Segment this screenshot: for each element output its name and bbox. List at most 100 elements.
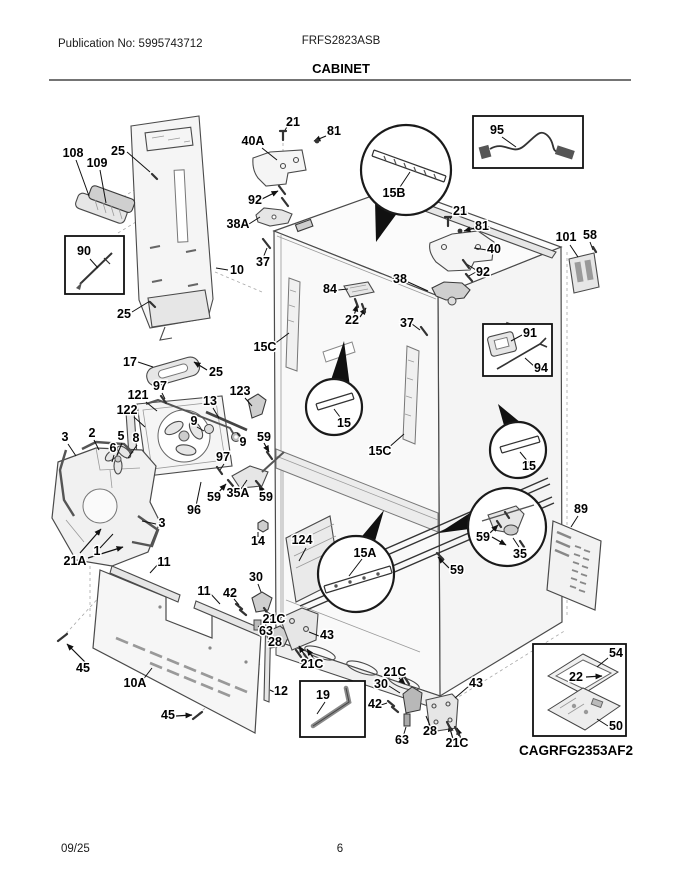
compartment-divider xyxy=(275,448,439,533)
callout-15a: 15A xyxy=(354,546,377,560)
callout-25: 25 xyxy=(111,144,125,158)
callout-59: 59 xyxy=(476,530,490,544)
panel-bottom-bracket xyxy=(147,289,211,328)
callout-50: 50 xyxy=(609,719,623,733)
callout-59: 59 xyxy=(207,490,221,504)
fan-box-inner xyxy=(142,401,226,470)
callout-22: 22 xyxy=(345,313,359,327)
callout-101: 101 xyxy=(556,230,577,244)
bracket-35a xyxy=(231,465,269,489)
publication-number: Publication No: 5995743712 xyxy=(58,38,203,50)
pins-37 xyxy=(261,237,429,337)
callout-37: 37 xyxy=(256,255,270,269)
balloon-15b xyxy=(359,123,453,242)
callout-97: 97 xyxy=(153,379,167,393)
gasket-17-hole xyxy=(157,363,189,379)
callout-59: 59 xyxy=(450,563,464,577)
probe-94 xyxy=(496,337,548,370)
callout-121: 121 xyxy=(128,388,149,402)
screw-81-right xyxy=(457,228,463,234)
callout-11: 11 xyxy=(157,555,170,569)
callout-21c: 21C xyxy=(446,736,469,750)
callout-12: 12 xyxy=(274,684,288,698)
panel-top-bracket xyxy=(144,126,194,152)
fan-shroud xyxy=(51,440,161,567)
callout-labels: 25 108 109 90 10 25 40A 21 81 92 38A 37 … xyxy=(60,114,624,752)
page-header: Publication No: 5995743712 FRFS2823ASB C… xyxy=(49,35,631,81)
callout-6: 6 xyxy=(110,441,117,455)
callout-92: 92 xyxy=(476,265,490,279)
arrow-leaders xyxy=(66,135,603,740)
callout-92: 92 xyxy=(248,193,262,207)
vent-panel-89 xyxy=(546,520,602,611)
screw-glyphs xyxy=(56,129,598,737)
bracket-30-mid xyxy=(402,686,423,714)
bracket-38 xyxy=(431,281,471,301)
footer-date: 09/25 xyxy=(61,843,90,855)
freezer-rails xyxy=(295,477,555,613)
callout-17: 17 xyxy=(123,355,137,369)
callout-45: 45 xyxy=(161,708,175,722)
inset-95 xyxy=(472,115,584,169)
back-panel-assembly xyxy=(75,115,214,387)
section-title: CABINET xyxy=(312,61,370,76)
bracket-30-left xyxy=(251,591,273,613)
balloon-15-left xyxy=(304,341,364,437)
leader-lines xyxy=(67,124,609,738)
callout-25: 25 xyxy=(209,365,223,379)
callout-10: 10 xyxy=(230,263,244,277)
callout-3: 3 xyxy=(62,430,69,444)
roller-35 xyxy=(503,524,519,536)
callout-124: 124 xyxy=(292,533,313,547)
callout-19: 19 xyxy=(316,688,330,702)
callout-11: 11 xyxy=(197,584,210,598)
callout-21a: 21A xyxy=(64,554,87,568)
vent-grid xyxy=(569,545,591,593)
latch-43-left xyxy=(279,607,319,651)
hinge-40 xyxy=(429,230,495,272)
callout-108: 108 xyxy=(63,146,84,160)
screw-81-left xyxy=(314,138,320,144)
callout-15: 15 xyxy=(522,459,536,473)
wire-harness-95 xyxy=(489,131,561,153)
bushing-9 xyxy=(204,424,214,434)
callout-15c: 15C xyxy=(254,340,277,354)
callout-40a: 40A xyxy=(242,134,265,148)
inset-90 xyxy=(64,235,125,295)
callout-96: 96 xyxy=(187,503,201,517)
balloon-15-right xyxy=(488,404,548,480)
callout-8: 8 xyxy=(133,431,140,445)
cap-14 xyxy=(257,519,269,533)
callout-5: 5 xyxy=(118,429,125,443)
bracket-35a-rod xyxy=(261,451,285,473)
callout-91: 91 xyxy=(523,326,537,340)
mullion-slot xyxy=(322,341,356,363)
callout-9: 9 xyxy=(191,414,198,428)
callout-28: 28 xyxy=(268,635,282,649)
blade-hub-5 xyxy=(114,455,122,463)
callout-63: 63 xyxy=(259,624,273,638)
panel-10a-vents xyxy=(115,636,248,698)
tray-50 xyxy=(547,687,621,731)
hinge-40a xyxy=(252,149,307,187)
callout-59: 59 xyxy=(259,490,273,504)
heater-strip-left-15c xyxy=(285,277,301,372)
callout-28: 28 xyxy=(423,724,437,738)
bracket-28-left xyxy=(265,625,291,649)
clip-84 xyxy=(343,281,375,298)
wire-3-right xyxy=(131,515,160,548)
callout-43: 43 xyxy=(320,628,334,642)
callout-21c: 21C xyxy=(301,657,324,671)
callout-38a: 38A xyxy=(227,217,250,231)
callout-15: 15 xyxy=(337,416,351,430)
callout-9: 9 xyxy=(240,435,247,449)
callout-58: 58 xyxy=(583,228,597,242)
shroud-opening xyxy=(82,488,118,524)
balloon-15a xyxy=(316,510,396,614)
grille-109 xyxy=(88,185,136,213)
callout-14: 14 xyxy=(251,534,265,548)
bracket-123 xyxy=(247,393,267,419)
heater-strip-right-15c xyxy=(402,345,420,445)
